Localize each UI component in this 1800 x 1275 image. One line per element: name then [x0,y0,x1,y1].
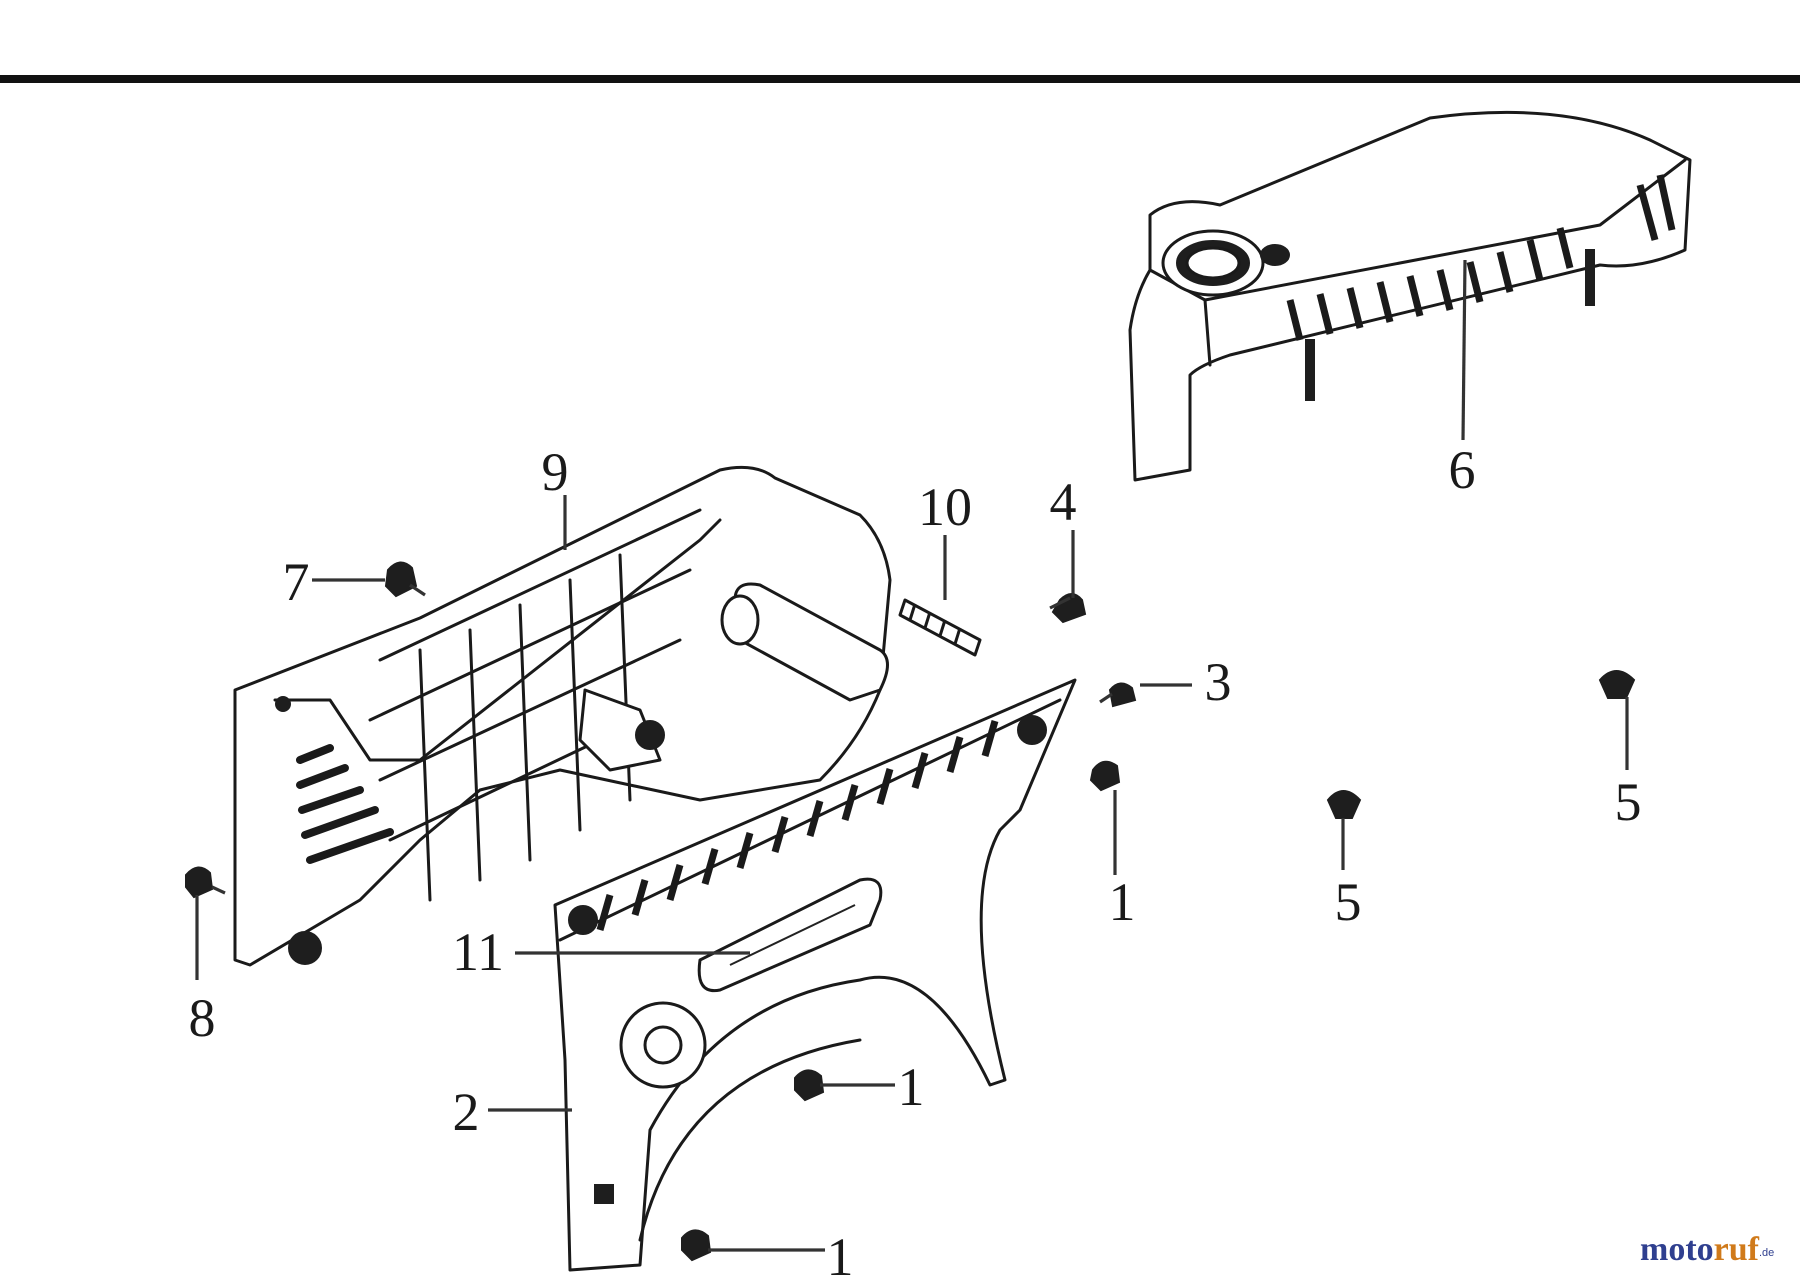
callout-1-middle: 1 [898,1057,925,1117]
watermark-suffix: .de [1759,1247,1774,1259]
part-10-stud [898,598,982,657]
watermark-logo: motoruf.de [1640,1231,1774,1268]
callout-6: 6 [1449,440,1476,500]
callout-4: 4 [1050,472,1077,532]
watermark-part-b: ruf [1714,1231,1760,1268]
part-6-top-cover [1128,110,1692,482]
screw-1-bottom [681,1229,712,1262]
callout-1-bottom: 1 [827,1227,854,1275]
screw-1-upper [1089,760,1121,792]
callout-5-middle: 5 [1335,872,1362,932]
nut-5-middle [1326,790,1362,819]
callout-1-upper: 1 [1109,872,1136,932]
screw-3 [1099,682,1137,708]
callout-labels: 9 10 4 6 7 3 5 1 5 11 8 1 2 1 [189,440,1642,1275]
svg-text:motoruf.de: motoruf.de [1640,1231,1774,1268]
callout-7: 7 [283,552,310,612]
callout-11: 11 [452,922,504,982]
screw-1-middle [794,1069,825,1102]
header-rule [0,75,1800,83]
nut-5-right [1598,670,1636,699]
screw-4 [1049,593,1087,624]
part-9-rear-guard [233,465,892,967]
leader-lines [195,259,1629,1252]
callout-8: 8 [189,988,216,1048]
callout-5-right: 5 [1615,772,1642,832]
screw-7 [384,561,426,598]
part-2-front-guard [553,678,1077,1272]
screw-8 [185,866,226,899]
callout-9: 9 [542,442,569,502]
callout-3: 3 [1205,652,1232,712]
callout-2: 2 [453,1082,480,1142]
watermark-part-a: moto [1640,1231,1714,1268]
callout-10: 10 [918,477,972,537]
